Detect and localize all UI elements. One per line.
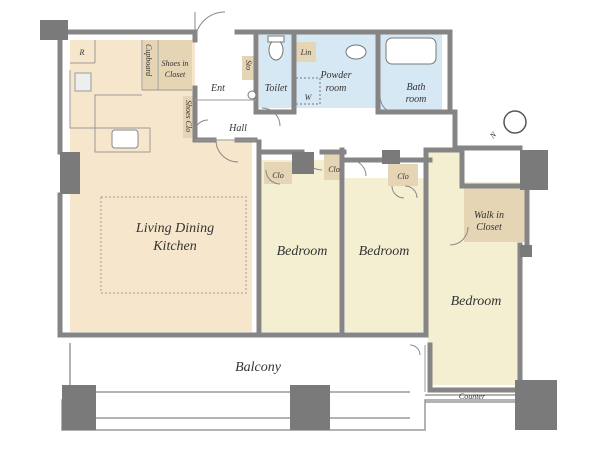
refrigerator-label: R — [79, 48, 85, 57]
counter-label: Counter — [459, 392, 486, 401]
walk-in-closet-label-line1: Walk in — [474, 210, 504, 221]
pillar — [520, 150, 548, 190]
shoes-in-closet-fill — [158, 40, 192, 90]
compass-icon: N — [487, 110, 527, 141]
pillar — [290, 385, 330, 430]
powder-room-label-line2: room — [326, 83, 347, 94]
powder-room-label-line1: Powder — [319, 70, 351, 81]
pillar — [382, 150, 400, 164]
storage-label: Sto — [244, 60, 253, 70]
storage-fill — [242, 56, 256, 80]
labels: Living Dining Kitchen Bedroom Bedroom Be… — [79, 44, 504, 401]
pillar — [520, 245, 532, 257]
clo-1-fill — [264, 162, 292, 184]
clo-3-label: Clo — [397, 172, 409, 181]
bath-room-label-line2: room — [406, 94, 427, 105]
shoes-clo-fill — [183, 96, 195, 138]
washer-label: W — [305, 93, 313, 102]
balcony-label: Balcony — [235, 360, 282, 375]
pillar — [292, 152, 314, 174]
pillar — [515, 380, 557, 430]
shoes-clo-label: Shoes Clo — [184, 100, 193, 132]
ldk-label-line1: Living Dining — [135, 221, 214, 236]
clo-2-label: Clo — [328, 165, 340, 174]
linen-fill — [296, 42, 316, 62]
pillars — [40, 20, 557, 430]
ldk-fill — [70, 40, 252, 332]
clo-1-label: Clo — [272, 171, 284, 180]
ldk-label-line2: Kitchen — [152, 239, 197, 254]
walk-in-closet-fill — [464, 186, 526, 242]
bedroom-3-label: Bedroom — [451, 294, 502, 309]
shoes-in-closet-label-line1: Shoes in — [162, 59, 189, 68]
clo-2-fill — [324, 154, 344, 180]
entrance-label: Ent — [210, 83, 225, 94]
hall-label: Hall — [228, 123, 247, 134]
interior-lines — [69, 35, 437, 392]
bedroom-2-fill — [345, 178, 425, 332]
walls — [57, 29, 530, 393]
pillar — [40, 20, 68, 40]
pillar — [60, 152, 80, 194]
cupboard-fill — [143, 40, 157, 90]
bedroom-2-label: Bedroom — [359, 244, 410, 259]
cupboard-label: Cupboard — [144, 44, 153, 77]
pillar — [62, 385, 96, 430]
bedroom-1-label: Bedroom — [277, 244, 328, 259]
compass-n-label: N — [487, 130, 498, 141]
clo-3-fill — [388, 164, 418, 186]
linen-label: Lin — [300, 48, 312, 57]
walk-in-closet-label-line2: Closet — [476, 222, 502, 233]
toilet-label: Toilet — [265, 83, 288, 94]
bedroom-1-fill — [262, 160, 342, 332]
shoes-in-closet-label-line2: Closet — [165, 70, 186, 79]
bath-room-label-line1: Bath — [407, 82, 426, 93]
room-fills — [70, 32, 527, 385]
